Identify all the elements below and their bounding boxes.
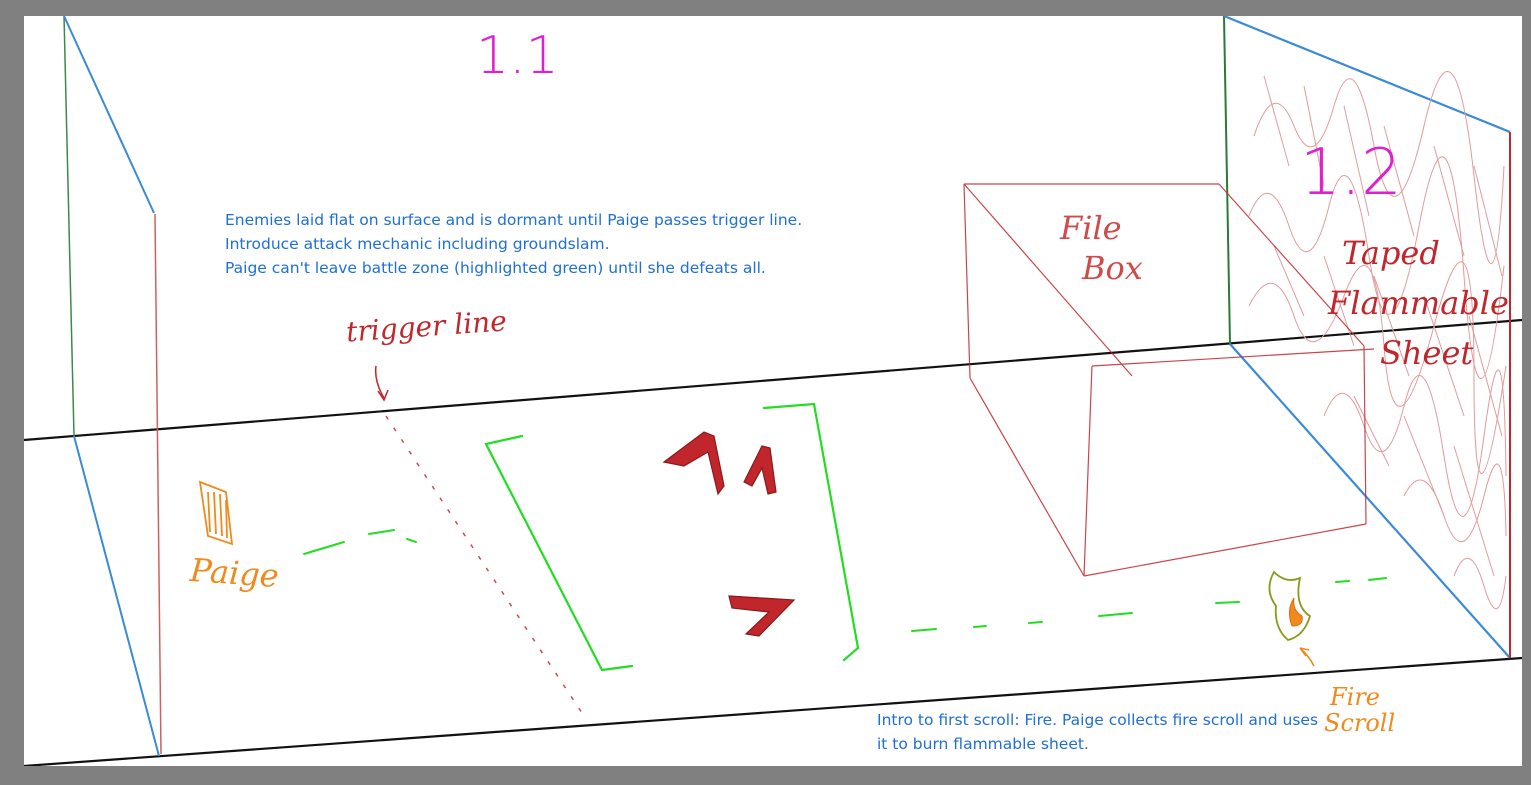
sheet-label-line: Taped	[1342, 234, 1440, 272]
left-wall	[63, 16, 162, 757]
fire-scroll-label: Fire Scroll	[1324, 682, 1395, 738]
section-label-1-1: 1.1	[476, 26, 559, 86]
file-box-label: File Box	[1060, 208, 1143, 288]
near-floor-line	[24, 656, 1522, 766]
flammable-sheet-scribble	[1248, 71, 1507, 609]
scroll-notes: Intro to first scroll: Fire. Paige colle…	[877, 708, 1318, 756]
enemy-note-line: Enemies laid flat on surface and is dorm…	[225, 211, 803, 229]
fire-scroll-icon	[1268, 570, 1315, 667]
file-box-label-line: File	[1060, 209, 1122, 247]
enemy-group	[662, 431, 796, 637]
section-label-1-2: 1.2	[1300, 136, 1402, 210]
trigger-arrow	[374, 365, 389, 402]
file-box	[963, 183, 1375, 577]
sheet-label-line: Sheet	[1380, 334, 1474, 372]
fire-scroll-label-line: Fire	[1330, 683, 1381, 711]
player-label: Paige	[188, 550, 281, 596]
fire-scroll-label-line: Scroll	[1324, 709, 1396, 737]
sketch-canvas: 1.1 1.2 Enemies laid flat on surface and…	[24, 16, 1522, 766]
enemy-note-line: Introduce attack mechanic including grou…	[225, 235, 610, 253]
enemy-1	[662, 431, 725, 496]
fire-scroll-arrow	[1299, 647, 1315, 667]
level-sketch	[24, 16, 1522, 766]
enemy-notes: Enemies laid flat on surface and is dorm…	[225, 208, 802, 280]
player-path	[303, 529, 1387, 632]
file-box-label-line: Box	[1082, 249, 1143, 287]
enemy-2	[743, 445, 777, 495]
sheet-label-line: Flammable	[1328, 284, 1509, 322]
scroll-note-line: Intro to first scroll: Fire. Paige colle…	[877, 711, 1319, 729]
scroll-note-line: it to burn flammable sheet.	[877, 735, 1089, 753]
sheet-label: Taped Flammable Sheet	[1328, 228, 1509, 378]
far-floor-line	[24, 318, 1522, 442]
enemy-note-line: Paige can't leave battle zone (highlight…	[225, 259, 766, 277]
battle-zone	[484, 402, 860, 672]
right-wall	[1223, 16, 1511, 659]
enemy-3	[728, 595, 796, 637]
trigger-line	[374, 365, 585, 717]
player-icon	[198, 480, 234, 546]
